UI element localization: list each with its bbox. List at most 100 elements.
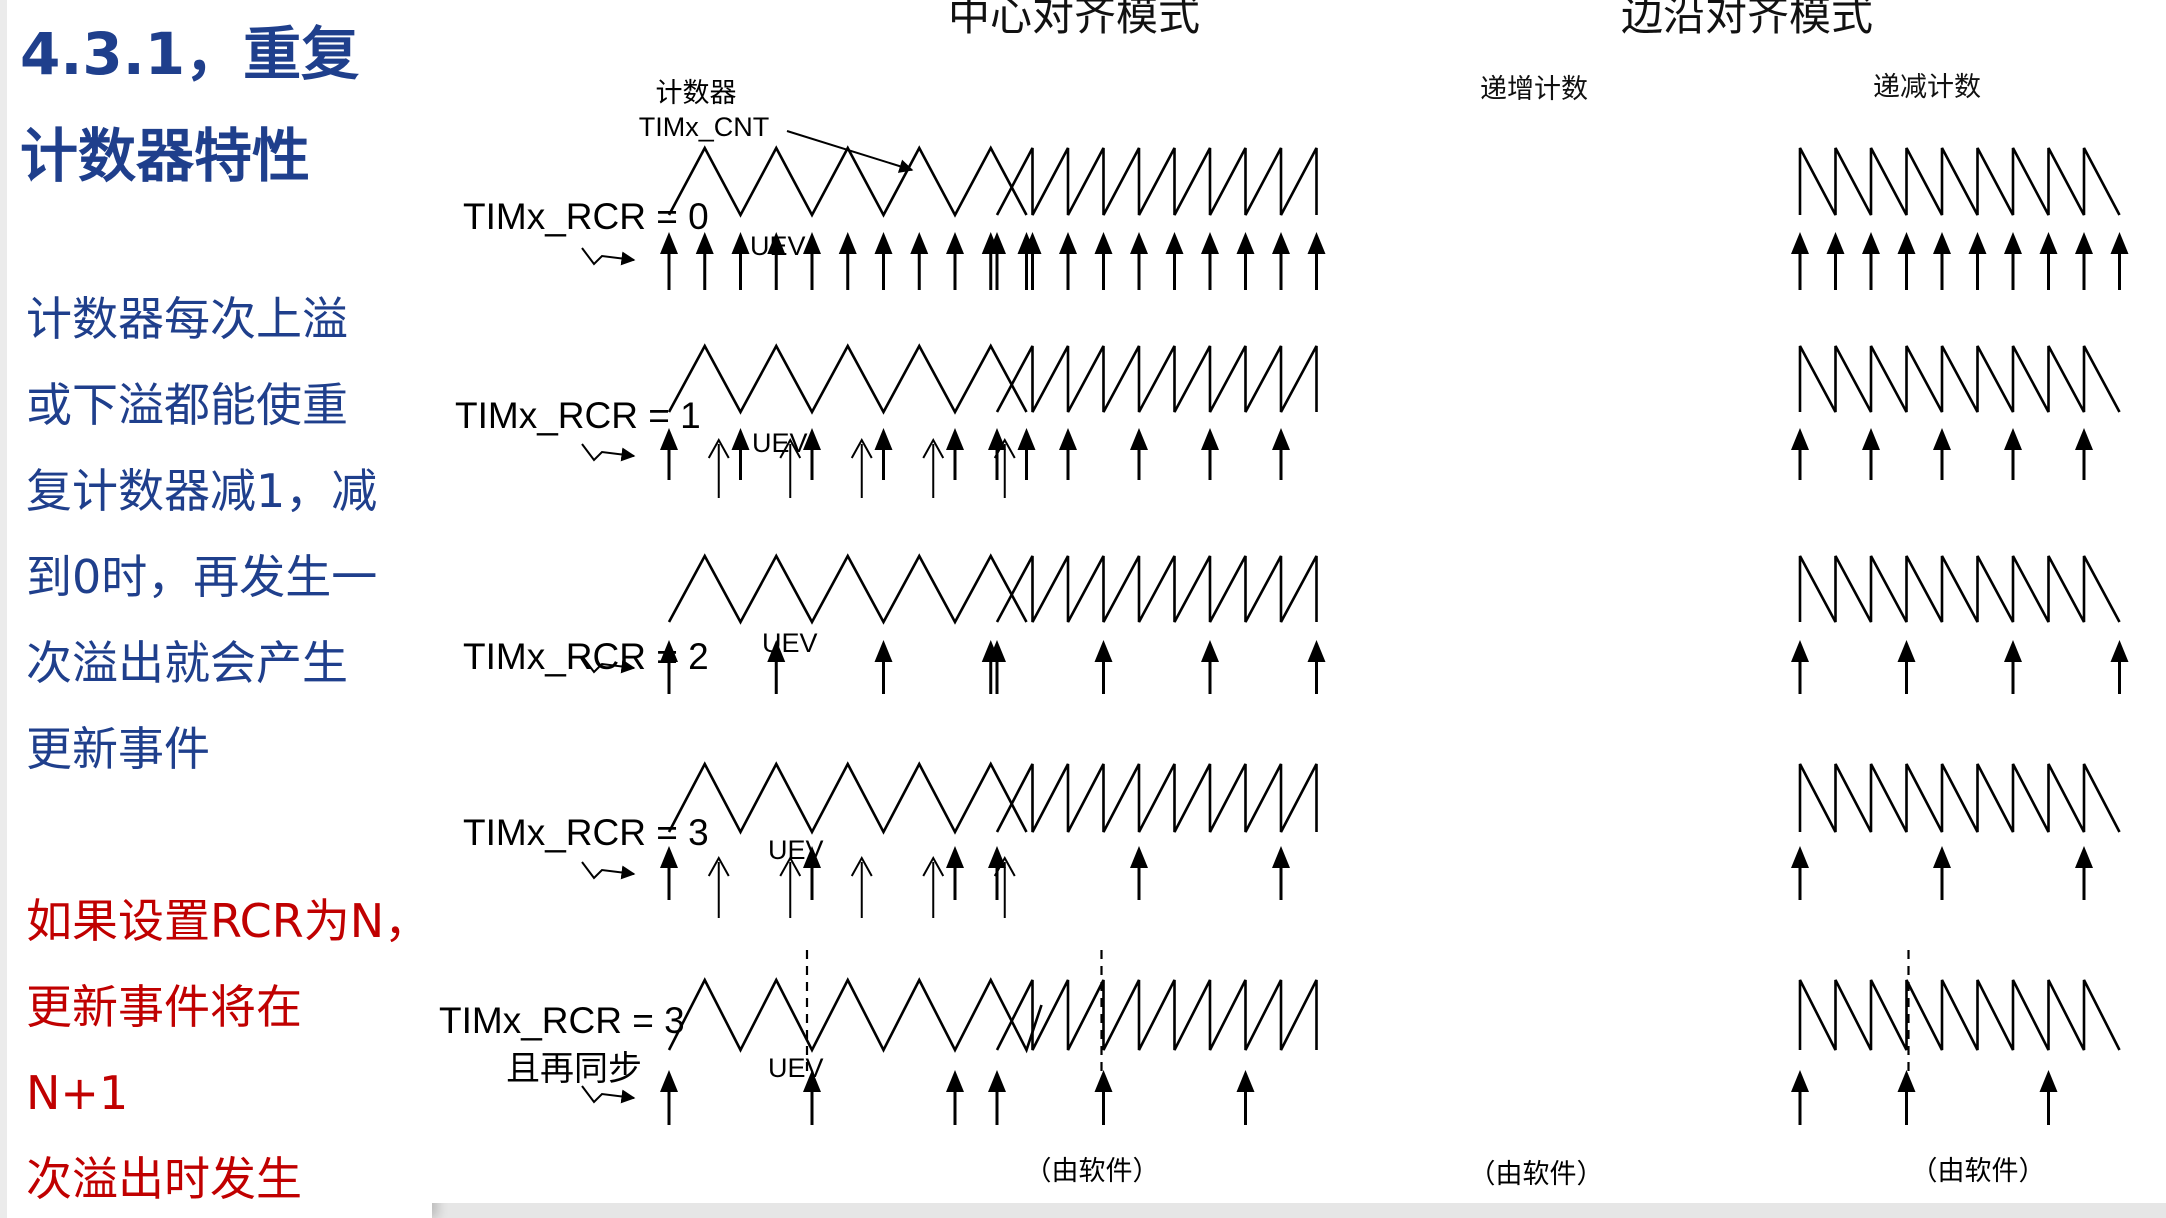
update-event-arrowhead xyxy=(1897,1070,1916,1092)
update-event-arrowhead xyxy=(660,640,678,662)
update-event-arrowhead xyxy=(1236,1070,1255,1092)
row-label-rcr1: TIMx_RCR = 1 xyxy=(455,395,701,436)
update-event-arrowhead xyxy=(2075,232,2093,254)
update-event-arrowhead xyxy=(874,640,893,662)
upcounting-sawtooth-wave xyxy=(995,345,1318,413)
uev-lightning-arrow xyxy=(581,1085,636,1104)
suppressed-update-event-arrowhead xyxy=(850,855,873,877)
upcounting-sawtooth-wave xyxy=(995,555,1318,623)
downcounting-sawtooth-wave xyxy=(1798,763,2121,833)
center-aligned-counter-wave xyxy=(667,553,1028,625)
center-aligned-counter-wave xyxy=(667,761,1028,835)
update-event-arrow-group xyxy=(581,232,2129,1125)
upcounting-sawtooth-wave xyxy=(995,979,1318,1051)
software-note-center: （由软件） xyxy=(1025,1156,1160,1187)
uev-label-row3: UEV xyxy=(762,628,818,658)
update-event-arrowhead xyxy=(1165,232,1184,254)
downcounting-sawtooth-wave xyxy=(1798,979,2121,1051)
update-event-arrowhead xyxy=(1862,428,1880,450)
center-mode-title: 中心对齐模式 xyxy=(948,0,1200,40)
update-event-arrowhead xyxy=(946,1070,964,1092)
update-event-arrowhead xyxy=(2075,428,2093,450)
update-event-arrowhead xyxy=(1059,232,1077,254)
update-event-arrowhead xyxy=(1791,428,1809,450)
row-label-rcr3-resync: TIMx_RCR = 3 xyxy=(439,1000,685,1041)
update-event-arrowhead xyxy=(2039,1070,2058,1092)
uev-lightning-arrow xyxy=(581,861,636,880)
update-event-arrowhead xyxy=(2039,232,2058,254)
suppressed-update-event-arrowhead xyxy=(850,437,873,459)
update-event-arrowhead xyxy=(1130,846,1148,868)
description-line-4: 到0时，再发生一 xyxy=(26,550,378,604)
suppressed-update-event-arrowhead xyxy=(707,437,730,459)
update-event-arrowhead xyxy=(803,1070,821,1092)
sidebar-accent-bar xyxy=(0,0,7,1218)
downcounting-sawtooth-wave xyxy=(1798,555,2121,623)
suppressed-update-event-arrowhead xyxy=(707,855,730,877)
update-event-arrowhead xyxy=(1272,428,1290,450)
row-sublabel-resync: 且再同步 xyxy=(506,1049,642,1089)
suppressed-update-event-arrowhead xyxy=(922,437,945,459)
description-line-2: 或下溢都能使重 xyxy=(26,378,348,432)
update-event-arrowhead xyxy=(1933,428,1951,450)
uev-lightning-arrow xyxy=(581,443,636,462)
update-event-arrowhead xyxy=(988,428,1006,450)
description-line-6: 更新事件 xyxy=(26,722,210,776)
update-event-arrowhead xyxy=(803,428,821,450)
update-event-arrowhead xyxy=(1791,232,1809,254)
update-event-arrowhead xyxy=(1094,1070,1113,1092)
update-event-arrowhead xyxy=(803,232,821,254)
update-event-arrowhead xyxy=(2110,232,2129,254)
counter-register-label: TIMx_CNT xyxy=(639,112,770,142)
row-label-rcr3: TIMx_RCR = 3 xyxy=(463,812,709,853)
suppressed-update-event-arrowhead xyxy=(922,855,945,877)
suppressed-update-event-arrowhead xyxy=(779,437,802,459)
update-event-arrowhead xyxy=(1272,846,1290,868)
highlight-line-3: N+1 xyxy=(26,1066,129,1120)
update-event-arrowhead xyxy=(767,640,786,662)
update-event-arrowhead xyxy=(1791,1070,1809,1092)
update-event-arrowhead xyxy=(1307,640,1326,662)
uev-lightning-arrow xyxy=(581,247,636,266)
timing-diagram-svg: 中心对齐模式 边沿对齐模式 递增计数 递减计数 计数器 TIMx_CNT TIM… xyxy=(439,0,2129,1190)
suppressed-update-event-arrowhead xyxy=(779,855,802,877)
update-event-arrowhead xyxy=(838,232,857,254)
upcounting-sawtooth-wave xyxy=(995,147,1318,216)
update-event-arrowhead xyxy=(1897,232,1916,254)
update-event-arrowhead xyxy=(946,846,964,868)
update-event-arrowhead xyxy=(1094,640,1113,662)
update-event-arrowhead xyxy=(2075,846,2093,868)
description-line-1: 计数器每次上溢 xyxy=(26,292,348,346)
update-event-arrowhead xyxy=(2004,640,2022,662)
center-aligned-counter-wave xyxy=(667,977,1043,1054)
update-event-arrowhead xyxy=(874,232,893,254)
repetition-counter-diagram: 中心对齐模式 边沿对齐模式 递增计数 递减计数 计数器 TIMx_CNT TIM… xyxy=(432,0,2166,1203)
update-event-arrowhead xyxy=(910,232,929,254)
update-event-arrowhead xyxy=(2004,428,2022,450)
highlight-line-2: 更新事件将在 xyxy=(26,980,302,1034)
update-event-arrowhead xyxy=(1791,846,1809,868)
center-aligned-counter-wave xyxy=(667,343,1028,415)
update-event-arrowhead xyxy=(1862,232,1880,254)
update-event-arrowhead xyxy=(988,232,1006,254)
description-line-3: 复计数器减1，减 xyxy=(26,464,378,518)
update-event-arrowhead xyxy=(2004,232,2022,254)
update-event-arrowhead xyxy=(946,428,964,450)
update-event-arrowhead xyxy=(1272,232,1290,254)
software-note-down: （由软件） xyxy=(1911,1156,2046,1187)
slide-title-line-1: 4.3.1，重复 xyxy=(20,20,360,88)
edge-mode-title: 边沿对齐模式 xyxy=(1621,0,1873,40)
update-event-arrowhead xyxy=(1017,428,1036,450)
update-event-arrowhead xyxy=(1791,640,1809,662)
update-event-arrowhead xyxy=(1130,232,1148,254)
row-label-rcr0: TIMx_RCR = 0 xyxy=(463,196,709,237)
update-event-arrowhead xyxy=(1897,640,1916,662)
update-event-arrowhead xyxy=(1933,846,1951,868)
update-event-arrowhead xyxy=(660,846,678,868)
update-event-arrowhead xyxy=(874,428,893,450)
downcounting-sawtooth-wave xyxy=(1798,147,2121,216)
update-event-arrowhead xyxy=(803,846,821,868)
update-event-arrowhead xyxy=(1826,232,1845,254)
uev-lightning-arrow xyxy=(581,655,636,674)
update-event-arrowhead xyxy=(946,232,964,254)
